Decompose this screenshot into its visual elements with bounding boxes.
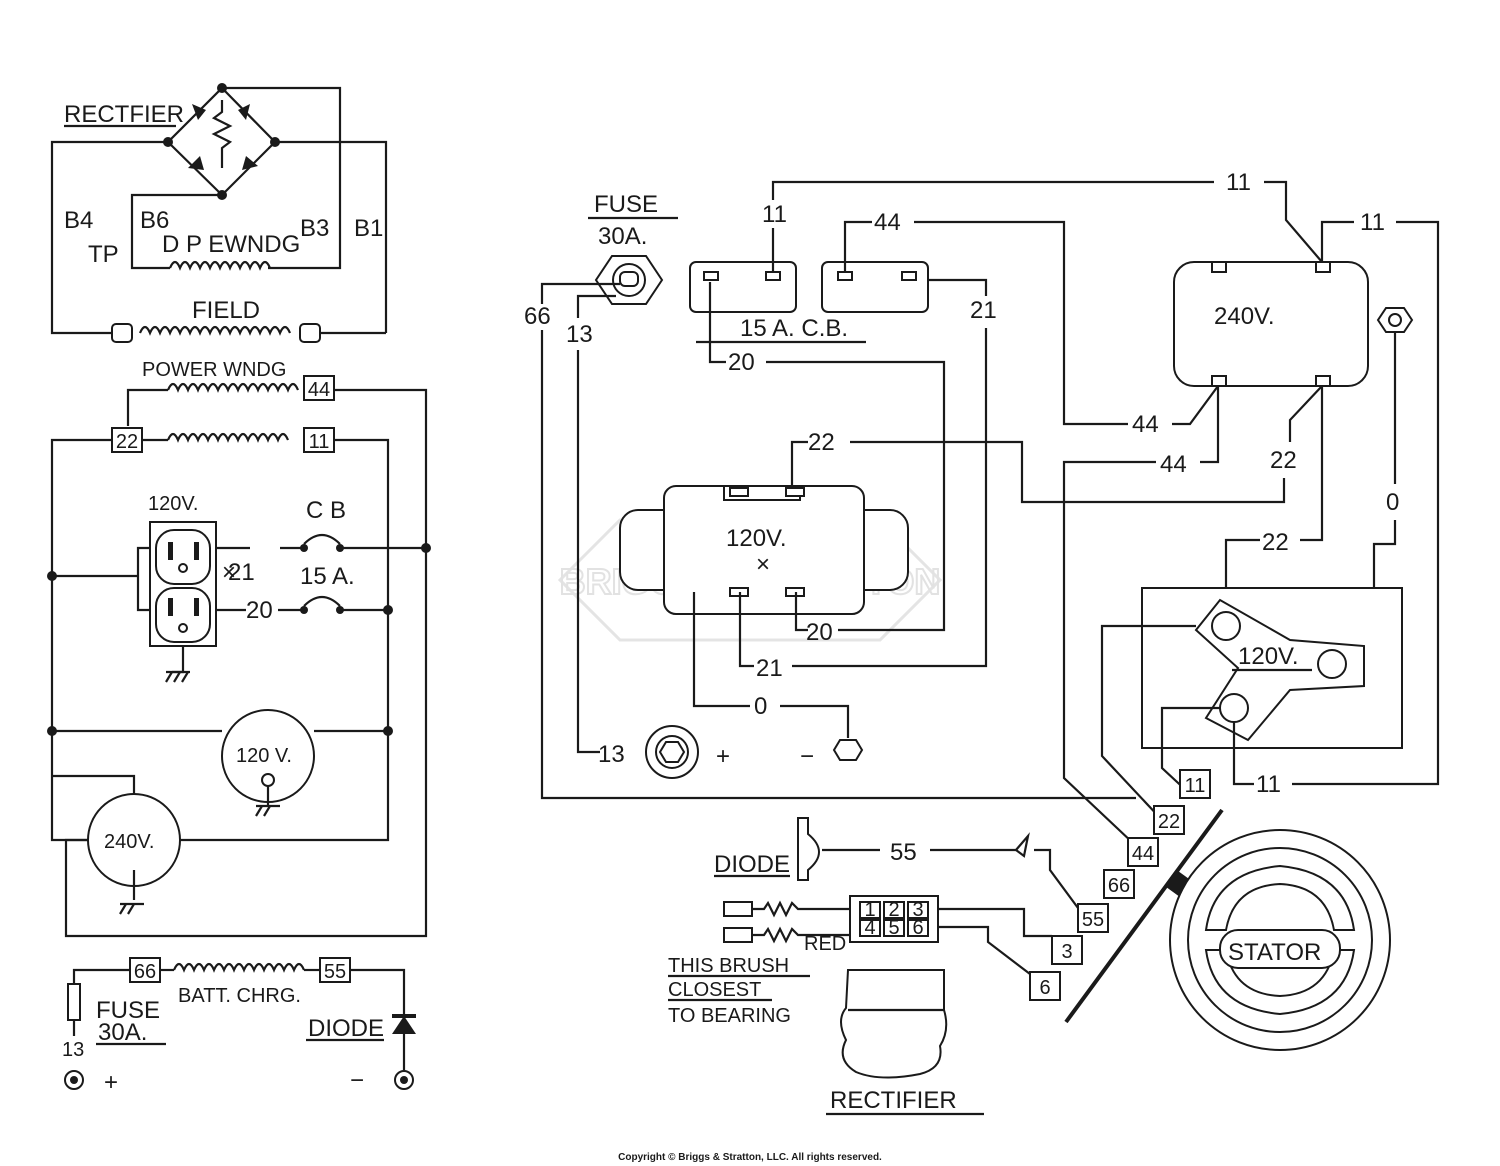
svg-text:2: 2 [888, 899, 899, 921]
svg-text:0: 0 [754, 693, 767, 720]
svg-text:C B: C B [306, 497, 346, 524]
brush-plug: RED 1 2 3 4 5 6 THIS BRUSH CLOSEST TO BE… [668, 895, 939, 1027]
svg-text:POWER WNDG: POWER WNDG [142, 359, 286, 381]
svg-text:−: − [350, 1067, 364, 1094]
svg-text:66: 66 [1108, 875, 1130, 897]
svg-text:11: 11 [309, 431, 330, 453]
svg-text:BATT. CHRG.: BATT. CHRG. [178, 985, 301, 1007]
svg-text:13: 13 [566, 321, 593, 348]
svg-text:TO BEARING: TO BEARING [668, 1005, 791, 1027]
svg-text:13: 13 [598, 741, 625, 768]
svg-text:THIS BRUSH: THIS BRUSH [668, 955, 789, 977]
svg-text:21: 21 [228, 559, 255, 586]
svg-text:55: 55 [890, 839, 917, 866]
svg-text:11: 11 [1185, 775, 1206, 797]
svg-text:120V.: 120V. [148, 493, 198, 515]
svg-text:+: + [716, 743, 730, 770]
svg-text:×: × [756, 551, 770, 578]
right-pictorial: FUSE 30A. 66 13 15 A. C.B. 11 11 [524, 169, 1440, 1116]
rectifier-block: RECTIFIER [826, 969, 984, 1116]
svg-text:120V.: 120V. [726, 525, 787, 552]
svg-text:−: − [800, 743, 814, 770]
svg-text:×: × [222, 559, 236, 586]
circuit-breakers: 15 A. C.B. [689, 261, 929, 344]
twistlock-receptacle-120: 120V. [1141, 587, 1403, 749]
svg-text:6: 6 [1039, 977, 1050, 999]
svg-text:+: + [104, 1069, 118, 1096]
rectifier-label: RECTFIER [64, 101, 184, 128]
svg-text:11: 11 [762, 201, 787, 228]
svg-text:120V.: 120V. [1238, 643, 1299, 670]
svg-text:CLOSEST: CLOSEST [668, 979, 761, 1001]
copyright: Copyright © Briggs & Stratton, LLC. All … [618, 1152, 882, 1163]
svg-text:B3: B3 [300, 215, 329, 242]
svg-text:B1: B1 [354, 215, 383, 242]
svg-text:44: 44 [874, 209, 901, 236]
svg-text:44: 44 [1132, 843, 1154, 865]
svg-text:20: 20 [728, 349, 755, 376]
duplex-outlet-pictorial: 120V. × [619, 485, 909, 615]
svg-text:1: 1 [864, 899, 875, 921]
svg-text:240V.: 240V. [104, 831, 154, 853]
svg-text:TP: TP [88, 241, 119, 268]
svg-text:66: 66 [524, 303, 551, 330]
svg-text:6: 6 [912, 917, 923, 939]
svg-text:21: 21 [756, 655, 783, 682]
svg-text:44: 44 [1132, 411, 1159, 438]
svg-text:11: 11 [1226, 169, 1251, 196]
battery-terminals: 13 + − [598, 725, 864, 779]
svg-text:30A.: 30A. [98, 1019, 147, 1046]
svg-text:RED: RED [804, 933, 846, 955]
svg-text:D P EWNDG: D P EWNDG [162, 231, 300, 258]
svg-text:FIELD: FIELD [192, 297, 260, 324]
svg-text:B4: B4 [64, 207, 93, 234]
svg-text:DIODE: DIODE [714, 851, 790, 878]
receptacle-240: 240V. [1173, 261, 1369, 387]
svg-text:FUSE: FUSE [96, 997, 160, 1024]
svg-text:44: 44 [1160, 451, 1187, 478]
svg-text:120 V.: 120 V. [236, 745, 292, 767]
svg-text:STATOR: STATOR [1228, 939, 1321, 966]
stator: STATOR [1064, 808, 1391, 1051]
stator-wire-tags: 11 22 44 66 55 3 6 [1029, 769, 1211, 1001]
svg-text:3: 3 [912, 899, 923, 921]
diode-pictorial: DIODE 55 [714, 817, 1030, 881]
svg-text:22: 22 [1262, 529, 1289, 556]
fuse-holder: FUSE 30A. [588, 191, 678, 305]
svg-text:11: 11 [1256, 771, 1281, 798]
round-receptacle-240: 240V. [52, 774, 181, 915]
svg-text:55: 55 [1082, 909, 1104, 931]
svg-text:13: 13 [62, 1039, 84, 1061]
svg-text:DIODE: DIODE [308, 1015, 384, 1042]
svg-text:22: 22 [1270, 447, 1297, 474]
svg-text:B6: B6 [140, 207, 169, 234]
svg-text:22: 22 [808, 429, 835, 456]
svg-text:22: 22 [116, 431, 138, 453]
svg-text:20: 20 [806, 619, 833, 646]
svg-text:22: 22 [1158, 811, 1180, 833]
svg-text:30A.: 30A. [598, 223, 647, 250]
svg-text:RECTIFIER: RECTIFIER [830, 1087, 957, 1114]
battery-charge-circuit: 66 55 BATT. CHRG. FUSE 30A. 13 + DIODE − [62, 957, 416, 1096]
svg-text:21: 21 [970, 297, 997, 324]
duplex-outlet-left: 120V. [136, 493, 217, 683]
svg-text:15 A.: 15 A. [300, 563, 355, 590]
svg-text:44: 44 [308, 379, 330, 401]
svg-text:66: 66 [134, 961, 156, 983]
svg-text:0: 0 [1386, 489, 1399, 516]
svg-text:FUSE: FUSE [594, 191, 658, 218]
round-receptacle-120: 120 V. [221, 709, 315, 817]
svg-text:4: 4 [864, 917, 875, 939]
svg-text:11: 11 [1360, 209, 1385, 236]
left-schematic: RECTFIER B4 B6 B3 B1 TP D P EWNDG FIELD … [47, 83, 431, 1096]
svg-text:5: 5 [888, 917, 899, 939]
svg-text:15 A. C.B.: 15 A. C.B. [740, 315, 848, 342]
svg-text:240V.: 240V. [1214, 303, 1275, 330]
svg-text:3: 3 [1061, 941, 1072, 963]
svg-text:55: 55 [324, 961, 346, 983]
svg-text:20: 20 [246, 597, 273, 624]
